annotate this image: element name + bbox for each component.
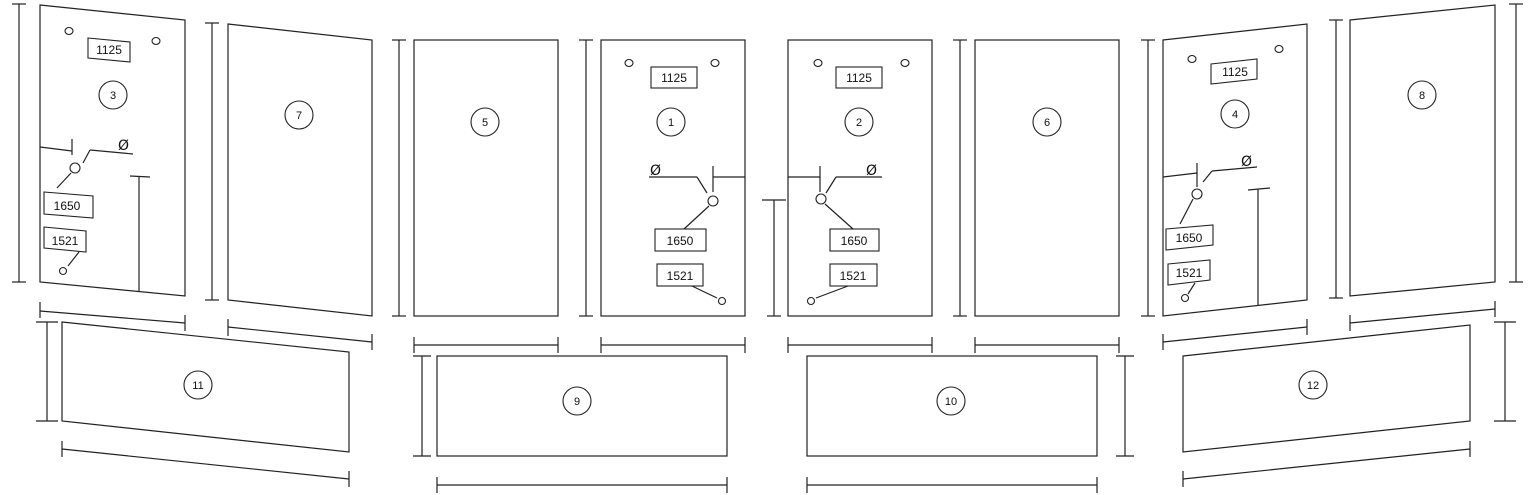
panel-10-number: 10 xyxy=(945,396,957,408)
panel-9: 9 xyxy=(413,355,728,493)
panel-5-number: 5 xyxy=(482,117,488,129)
panel-4-hole-bottom xyxy=(1180,293,1190,303)
panel-4-number-circle xyxy=(1220,99,1250,129)
panel-3: 1125 3 Ø 1650 1521 xyxy=(12,3,186,331)
panel-2: 1125 2 Ø 1650 1521 xyxy=(762,39,933,353)
panel-3-label-top xyxy=(87,37,131,63)
panel-3-outline xyxy=(39,4,186,297)
panel-3-diameter-symbol: Ø xyxy=(118,138,129,154)
panel-1-number-circle xyxy=(656,107,686,137)
panel-2-label-top-text: 1125 xyxy=(846,71,872,85)
panel-4-label-bottom-text: 1521 xyxy=(1176,266,1203,280)
panel-2-label-middle-text: 1650 xyxy=(841,234,868,248)
panel-9-number-circle xyxy=(562,386,592,416)
panel-2-label-bottom-text: 1521 xyxy=(840,269,867,283)
panel-3-label-bottom-text: 1521 xyxy=(52,234,79,248)
panel-6-number-circle xyxy=(1032,107,1062,137)
panel-2-hole-top-right xyxy=(900,58,910,68)
panel-7-number-circle xyxy=(284,100,314,130)
panel-4-width-dimension xyxy=(1162,326,1308,343)
panel-6-outline xyxy=(974,39,1120,317)
panel-10-number-circle xyxy=(936,386,966,416)
panel-4-label-bottom xyxy=(1167,259,1211,286)
panel-6-number: 6 xyxy=(1044,117,1050,129)
panel-3-width-dimension xyxy=(39,310,186,324)
panel-1-label-bottom xyxy=(656,263,704,287)
panel-3-label-middle-text: 1650 xyxy=(54,199,81,213)
panel-1-hole-bottom xyxy=(717,296,727,306)
panel-1-label-top-text: 1125 xyxy=(661,71,687,85)
panel-11-width-dimension xyxy=(61,448,350,480)
panel-2-label-middle xyxy=(829,228,880,252)
panel-8-number: 8 xyxy=(1419,90,1425,102)
panel-3-hole-bottom xyxy=(58,266,68,276)
panel-8: 8 xyxy=(1329,3,1523,331)
panel-1-hole-main xyxy=(707,195,719,207)
panel-4-hole-top-right xyxy=(1274,44,1284,54)
panel-4-label-middle xyxy=(1165,224,1214,251)
panel-2-label-top xyxy=(835,66,883,89)
panel-7-outline xyxy=(227,23,373,317)
panel-3-label-top-text: 1125 xyxy=(96,43,122,57)
panel-7-width-dimension xyxy=(227,326,373,343)
panel-5-number-circle xyxy=(470,107,500,137)
panel-9-number: 9 xyxy=(574,396,580,408)
panel-3-hole-top-right xyxy=(151,36,161,46)
panel-1: 1125 1 Ø 1650 1521 xyxy=(579,39,746,353)
panel-1-label-top xyxy=(650,66,698,89)
panel-1-hole-top-left xyxy=(624,58,634,68)
panel-4: 1125 4 Ø 1650 1521 xyxy=(1141,23,1308,350)
panel-2-hole-bottom xyxy=(806,296,816,306)
panel-3-hole-main xyxy=(69,162,81,174)
panel-2-number: 2 xyxy=(856,117,862,129)
panel-5: 5 xyxy=(392,39,559,353)
panel-2-label-bottom xyxy=(829,263,878,287)
panel-4-hole-top-left xyxy=(1187,54,1197,64)
panel-6: 6 xyxy=(953,39,1120,353)
panel-2-number-circle xyxy=(844,107,874,137)
panel-12-width-dimension xyxy=(1182,448,1471,480)
panel-5-outline xyxy=(413,39,559,317)
panel-1-label-middle xyxy=(654,228,707,252)
panel-12-number: 12 xyxy=(1307,380,1319,392)
panel-3-hole-top-left xyxy=(64,26,74,36)
panel-3-number: 3 xyxy=(110,90,116,102)
panel-11: 11 xyxy=(36,321,350,487)
panel-2-hole-top-left xyxy=(813,58,823,68)
panel-2-hole-main xyxy=(815,193,827,205)
panel-4-label-top-text: 1125 xyxy=(1222,65,1248,79)
panel-2-diameter-symbol: Ø xyxy=(866,163,877,179)
panel-7-number: 7 xyxy=(296,110,302,122)
panel-8-width-dimension xyxy=(1349,308,1496,324)
panel-1-label-bottom-text: 1521 xyxy=(667,269,694,283)
panel-8-outline xyxy=(1349,4,1496,297)
panel-3-number-circle xyxy=(98,80,128,110)
panel-4-hole-main xyxy=(1191,188,1203,200)
panel-4-diameter-symbol: Ø xyxy=(1241,154,1252,170)
panel-3-label-middle xyxy=(43,191,94,219)
panel-1-label-middle-text: 1650 xyxy=(667,234,694,248)
panel-4-label-top xyxy=(1210,58,1258,85)
panel-10: 10 xyxy=(806,355,1134,493)
panel-1-number: 1 xyxy=(668,117,674,129)
panel-11-number: 11 xyxy=(192,380,203,392)
panel-4-label-middle-text: 1650 xyxy=(1176,231,1203,245)
panel-11-number-circle xyxy=(183,370,213,400)
panel-12: 12 xyxy=(1182,321,1516,487)
panel-8-number-circle xyxy=(1407,80,1437,110)
panel-4-number: 4 xyxy=(1232,109,1238,121)
panel-1-diameter-symbol: Ø xyxy=(650,163,661,179)
panel-12-number-circle xyxy=(1298,370,1328,400)
panel-1-hole-top-right xyxy=(710,58,720,68)
panel-3-label-bottom xyxy=(43,226,87,253)
panel-7: 7 xyxy=(205,22,373,350)
